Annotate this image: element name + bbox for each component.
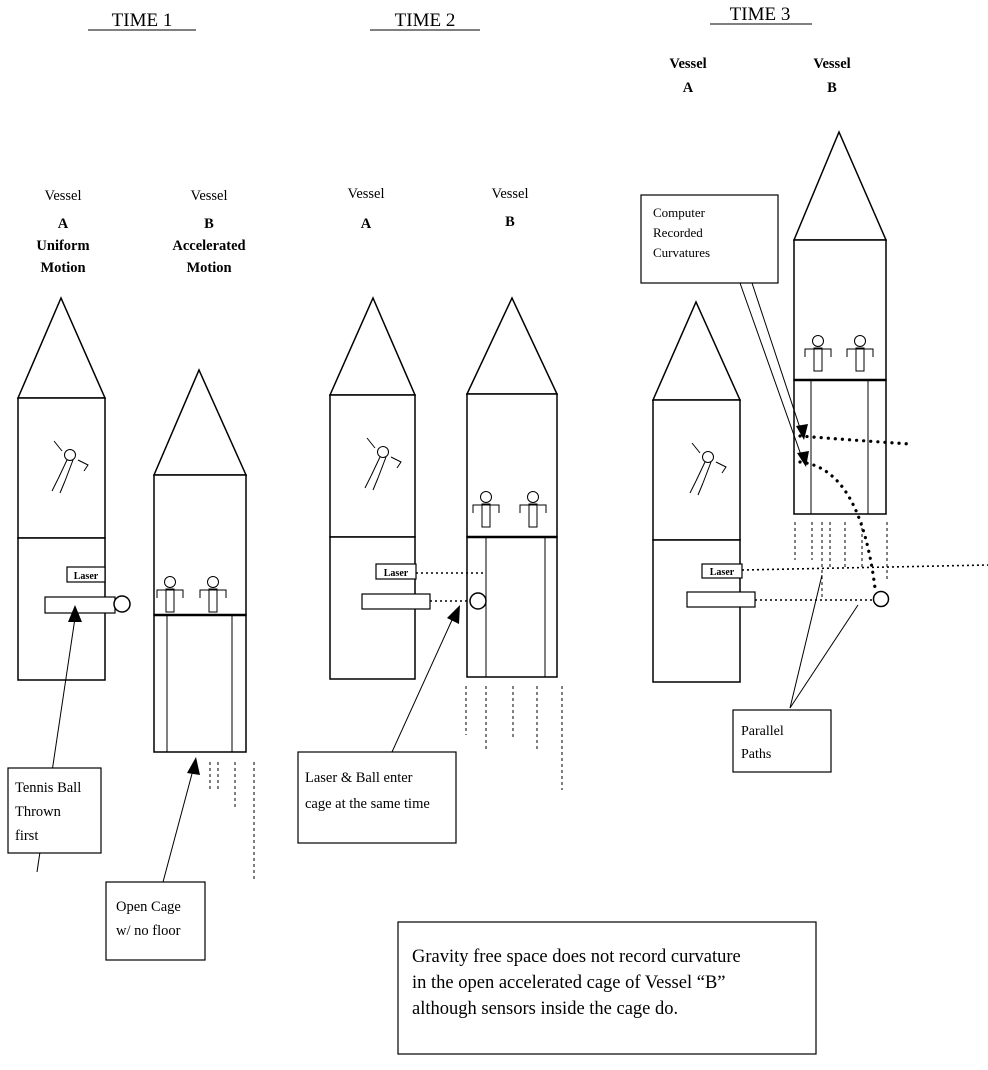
- t1-exhaust-lines: [209, 762, 255, 880]
- t1-vessel-a-upper-cabin: [17, 397, 106, 539]
- t3-thrower-bar: [686, 591, 756, 608]
- t3-laser-box: [701, 563, 743, 579]
- t1-vessel-b-line-4: Motion: [186, 260, 231, 276]
- t1-vessel-b: [152, 368, 255, 880]
- t2-vessel-b-line-1: Vessel: [491, 186, 528, 202]
- t2-tennis-ball: [469, 592, 487, 610]
- t3-vessel-a-line-1: Vessel: [669, 56, 706, 72]
- t3-vessel-b-label: Vessel B: [813, 56, 850, 96]
- t3-vessel-a-nose: [651, 300, 742, 401]
- tennis-ball-line-3: first: [15, 828, 38, 844]
- gravity-note-line-1: Gravity free space does not record curva…: [412, 947, 741, 967]
- t2-vessel-a-upper-cabin: [329, 394, 416, 538]
- t2-laser-label: Laser: [384, 568, 409, 579]
- t1-vessel-b-open-cage: [153, 614, 247, 753]
- computer-line-3: Curvatures: [653, 245, 710, 260]
- t2-vessel-a-line-2: A: [361, 216, 372, 232]
- t2-vessel-a-nose: [328, 296, 417, 396]
- gravity-note-line-2: in the open accelerated cage of Vessel “…: [412, 973, 726, 993]
- time-2-heading: TIME 2: [395, 10, 456, 31]
- t1-tennis-ball-callout: Tennis Ball Thrown first: [7, 605, 102, 873]
- t1-vessel-b-label: Vessel B Accelerated Motion: [172, 188, 245, 276]
- t2-vessel-a-line-1: Vessel: [347, 186, 384, 202]
- t2-vessel-b-label: Vessel B: [491, 186, 528, 230]
- t2-laser-ball-callout: Laser & Ball enter cage at the same time: [297, 605, 460, 844]
- parallel-line-1: Parallel: [741, 724, 784, 739]
- t3-tennis-ball: [872, 590, 890, 608]
- t1-vessel-a-line-4: Motion: [40, 260, 85, 276]
- t3-vessel-b-line-2: B: [827, 80, 837, 96]
- t3-laser-label: Laser: [710, 567, 735, 578]
- gravity-note: Gravity free space does not record curva…: [397, 921, 817, 1055]
- gravity-note-line-3: although sensors inside the cage do.: [412, 999, 678, 1019]
- t2-vessel-b-nose: [465, 296, 559, 395]
- t3-recorded-ball-curve: [798, 460, 877, 590]
- t3-vessel-a-line-2: A: [683, 80, 694, 96]
- t1-vessel-b-line-1: Vessel: [190, 188, 227, 204]
- laser-ball-line-1: Laser & Ball enter: [305, 770, 413, 786]
- t1-vessel-a-line-1: Vessel: [44, 188, 81, 204]
- time-3-heading: TIME 3: [730, 4, 791, 25]
- computer-line-1: Computer: [653, 205, 706, 220]
- computer-line-2: Recorded: [653, 225, 703, 240]
- parallel-line-2: Paths: [741, 747, 771, 762]
- t1-vessel-a-label: Vessel A Uniform Motion: [36, 188, 89, 276]
- t1-open-cage-callout: Open Cage w/ no floor: [105, 757, 206, 961]
- t2-vessel-b-upper-cabin: [466, 393, 558, 538]
- t1-thrower-bar: [44, 596, 116, 614]
- t1-vessel-b-line-2: B: [204, 216, 214, 232]
- t3-recorded-laser-curve: [798, 434, 912, 446]
- t3-vessel-b-open-cage: [793, 379, 887, 515]
- t2-exhaust-lines: [465, 686, 563, 790]
- t3-vessel-b: [741, 130, 988, 608]
- t3-exhaust-lines: [794, 522, 888, 600]
- laser-ball-line-2: cage at the same time: [305, 796, 430, 812]
- t1-vessel-a: Laser: [16, 296, 131, 681]
- tennis-ball-line-1: Tennis Ball: [15, 780, 81, 796]
- t3-laser-beam: [741, 564, 988, 571]
- t1-vessel-a-nose: [16, 296, 107, 399]
- t3-vessel-a-lower-cabin: [652, 539, 741, 683]
- t3-computer-callout: Computer Recorded Curvatures: [640, 194, 809, 467]
- t2-laser-box: [375, 563, 417, 580]
- t3-vessel-a-label: Vessel A: [669, 56, 706, 96]
- t2-vessel-a: Laser: [328, 296, 431, 680]
- t3-vessel-b-line-1: Vessel: [813, 56, 850, 72]
- t3-vessel-b-nose: [792, 130, 888, 241]
- t2-vessel-b-line-2: B: [505, 214, 515, 230]
- t1-vessel-a-line-3: Uniform: [36, 238, 89, 254]
- t2-thrower-bar: [361, 593, 431, 610]
- t3-vessel-a-upper-cabin: [652, 399, 741, 541]
- t3-vessel-b-upper-cabin: [793, 239, 887, 381]
- t3-parallel-callout: Parallel Paths: [732, 574, 859, 773]
- t3-vessel-a: Laser: [651, 300, 756, 683]
- time-headers: TIME 1 TIME 2 TIME 3: [88, 4, 812, 31]
- tennis-ball-line-2: Thrown: [15, 804, 62, 820]
- t1-laser-label: Laser: [74, 571, 99, 582]
- t1-vessel-a-line-2: A: [58, 216, 69, 232]
- t1-tennis-ball: [113, 595, 131, 613]
- t2-vessel-a-label: Vessel A: [347, 186, 384, 232]
- t1-laser-box: [66, 566, 106, 583]
- t2-vessel-b: [416, 296, 563, 790]
- open-cage-line-1: Open Cage: [116, 899, 181, 915]
- t1-vessel-b-line-3: Accelerated: [172, 238, 245, 254]
- open-cage-line-2: w/ no floor: [116, 923, 181, 939]
- time-1-heading: TIME 1: [112, 10, 173, 31]
- t1-vessel-b-nose: [152, 368, 248, 476]
